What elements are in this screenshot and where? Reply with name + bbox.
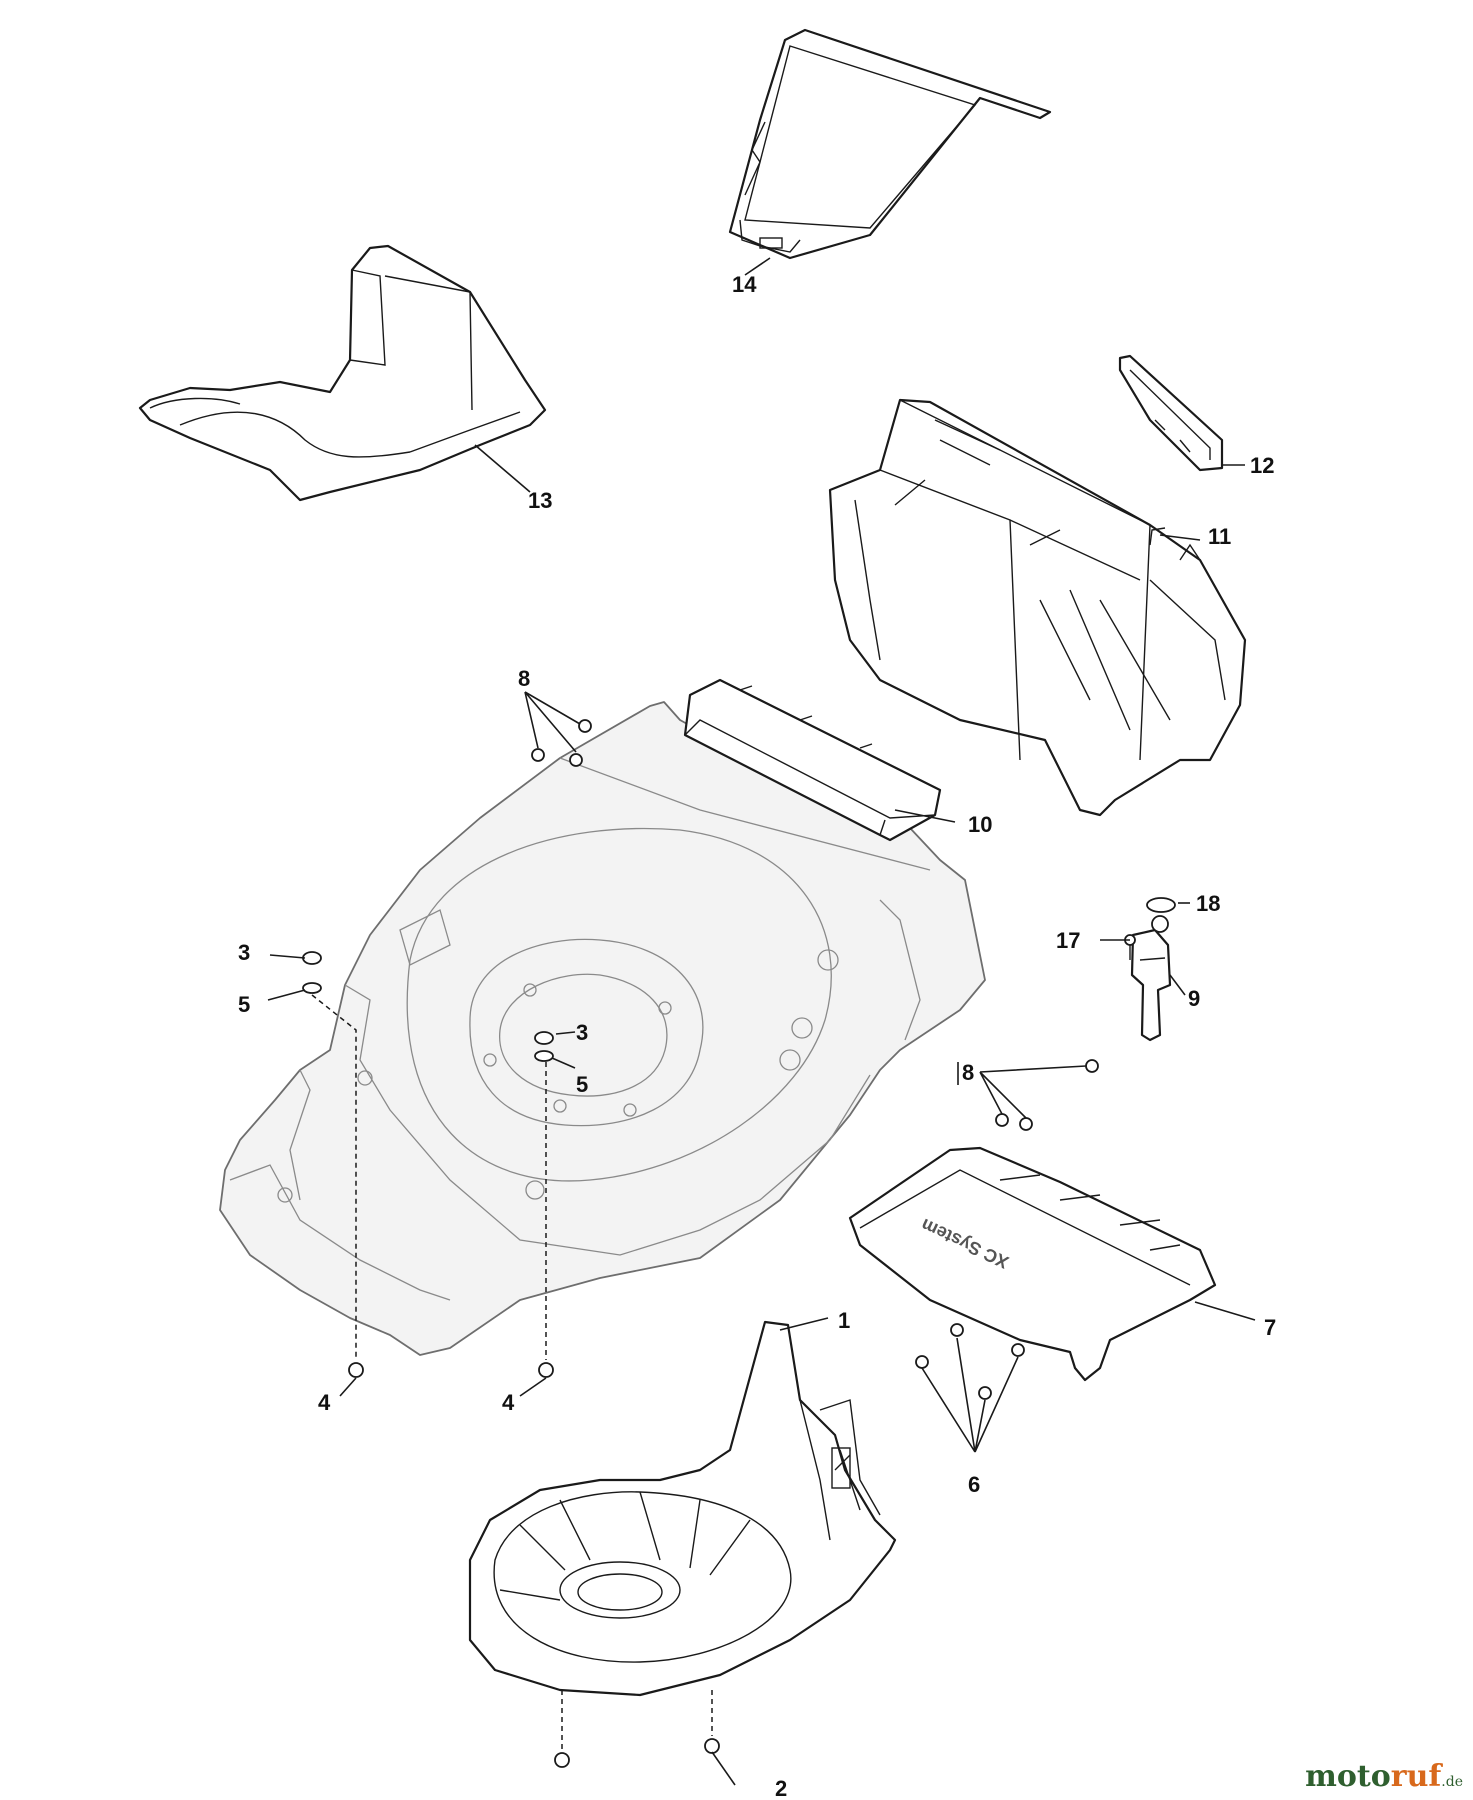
callouts: 1 2 3 3 4 4 5 5 6 7 8 8 9 10 11 12 13 14… [238, 272, 1276, 1800]
callout-6: 6 [968, 1472, 980, 1497]
callout-11: 11 [1208, 524, 1231, 549]
callout-1: 1 [838, 1308, 850, 1333]
callout-8-right: 8 [962, 1060, 974, 1085]
callout-5-center: 5 [576, 1072, 588, 1097]
part-7-skid-plate: XC System [848, 1146, 1217, 1382]
hardware-screws [302, 719, 1099, 1768]
part-10-rear-cover [683, 678, 942, 842]
part-14-catcher-top [728, 28, 1052, 260]
callout-3-left: 3 [238, 940, 250, 965]
brand-name-part1: moto [1305, 1759, 1391, 1794]
part-17-screw [1124, 934, 1136, 960]
mower-deck [219, 701, 986, 1356]
callout-17: 17 [1056, 928, 1080, 953]
callout-4-left: 4 [318, 1390, 331, 1415]
callout-4-right: 4 [502, 1390, 515, 1415]
part-12-flap [1118, 354, 1224, 472]
brand-tld: .de [1441, 1774, 1463, 1790]
leader-lines [267, 257, 1256, 1786]
callout-7: 7 [1264, 1315, 1276, 1340]
callout-12: 12 [1250, 453, 1274, 478]
part-1-blade-housing [468, 1320, 897, 1697]
callout-18: 18 [1196, 891, 1220, 916]
callout-8-top: 8 [518, 666, 530, 691]
callout-3-center: 3 [576, 1020, 588, 1045]
callout-9: 9 [1188, 986, 1200, 1011]
part-18-o-ring [1146, 897, 1176, 913]
callout-2: 2 [775, 1776, 787, 1800]
part-11-catcher-frame [828, 398, 1247, 817]
part-9-adjuster [1130, 915, 1172, 1042]
part-13-rear-deflector [138, 244, 547, 502]
callout-10: 10 [968, 812, 992, 837]
callout-14: 14 [732, 272, 757, 297]
callout-5-left: 5 [238, 992, 250, 1017]
brand-logo: motoruf.de [1305, 1759, 1463, 1794]
brand-name-part2: ruf [1390, 1759, 1442, 1794]
callout-13: 13 [528, 488, 552, 513]
assembly-lines [311, 994, 959, 1750]
